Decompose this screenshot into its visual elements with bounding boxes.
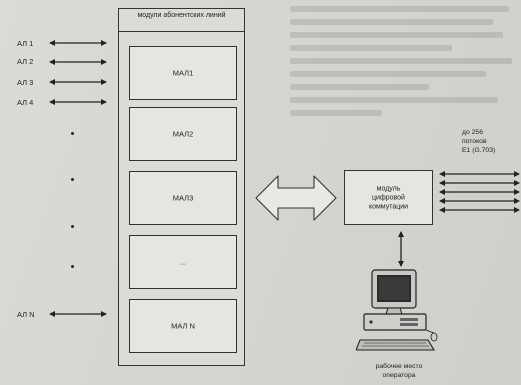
mal-module-label: МАЛ2 xyxy=(172,129,194,139)
rack-title: модули абонентских линий xyxy=(118,8,245,32)
switch-module-label-line1: модуль xyxy=(376,185,401,192)
ellipsis-dot xyxy=(71,178,74,181)
ellipsis-dot xyxy=(71,265,74,268)
mal-module-1: МАЛ1 xyxy=(129,46,237,100)
subscriber-line-label-1: АЛ 1 xyxy=(17,39,34,48)
operator-label-line2: оператора xyxy=(382,372,416,379)
subscriber-line-label-n: АЛ N xyxy=(17,310,35,319)
mal-module-label: МАЛ1 xyxy=(172,68,194,78)
operator-workstation-label: рабочее место оператора xyxy=(356,362,442,380)
mal-module-2: МАЛ2 xyxy=(129,107,237,161)
mal-module-ellipsis: ... xyxy=(129,235,237,289)
subscriber-line-label-4: АЛ 4 xyxy=(17,98,34,107)
streams-label-line2: потоков xyxy=(462,138,487,145)
mal-module-n: МАЛ N xyxy=(129,299,237,353)
digital-switching-module: модуль цифровой коммутации xyxy=(344,170,433,225)
mal-module-3: МАЛ3 xyxy=(129,171,237,225)
mal-module-label: МАЛ3 xyxy=(172,193,194,203)
ellipsis-dot xyxy=(71,225,74,228)
subscriber-line-label-3: АЛ 3 xyxy=(17,78,34,87)
e1-streams-label: до 256 потоков E1 (G.703) xyxy=(462,128,517,155)
switch-module-label: модуль цифровой коммутации xyxy=(345,184,432,211)
double-arrow-icon xyxy=(255,175,337,221)
streams-label-line3: E1 (G.703) xyxy=(462,147,496,154)
mal-module-label: ... xyxy=(179,257,187,267)
computer-workstation-icon xyxy=(356,269,438,351)
streams-label-line1: до 256 xyxy=(462,129,483,136)
operator-label-line1: рабочее место xyxy=(375,363,423,370)
mal-module-label: МАЛ N xyxy=(171,321,195,331)
switch-module-label-line2: цифровой xyxy=(372,194,405,201)
ellipsis-dot xyxy=(71,132,74,135)
background-text-bleed xyxy=(290,2,521,142)
switch-module-label-line3: коммутации xyxy=(368,203,409,210)
subscriber-line-label-2: АЛ 2 xyxy=(17,57,34,66)
